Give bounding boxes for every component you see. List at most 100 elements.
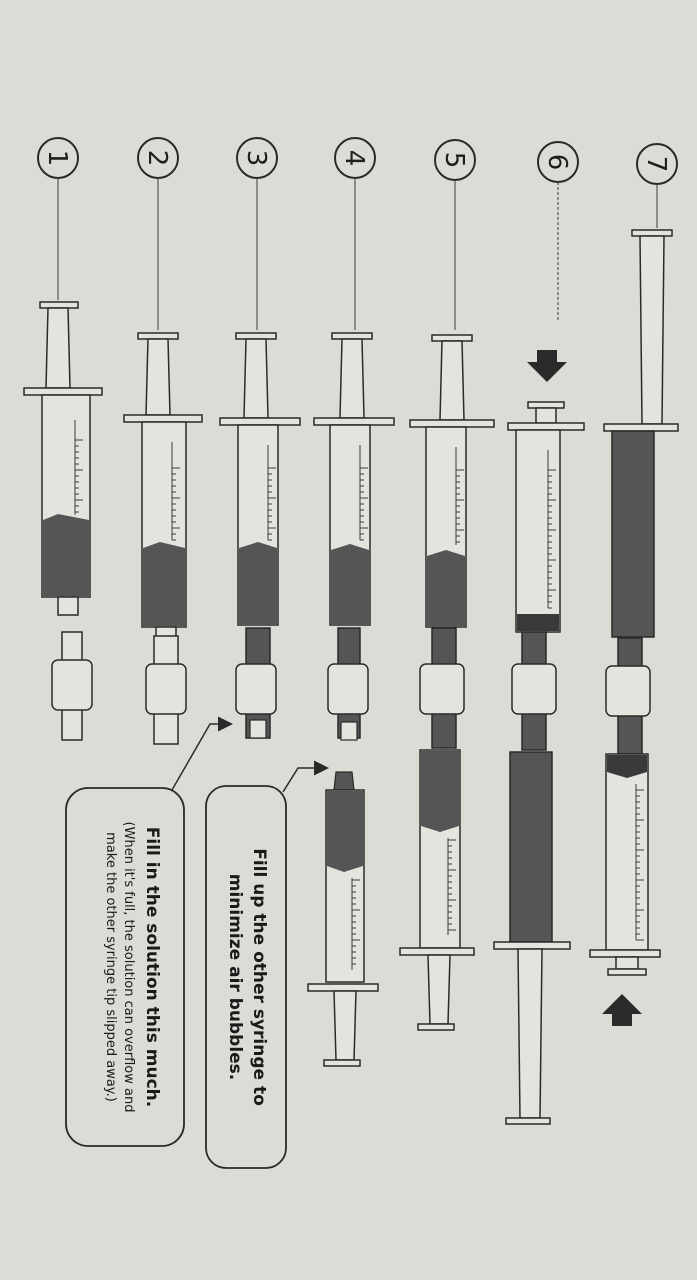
syringe-step-1 bbox=[23, 301, 103, 616]
callout-title: Fill in the solution this much. bbox=[142, 827, 162, 1107]
liquid-fill bbox=[421, 751, 459, 832]
barrel bbox=[515, 429, 561, 633]
connector-step-1 bbox=[51, 631, 93, 741]
step-number-7: 7 bbox=[641, 156, 671, 173]
step-number-4: 4 bbox=[339, 150, 369, 167]
connector-wing bbox=[145, 663, 187, 715]
plunger-cap bbox=[631, 229, 673, 237]
arrow-down-icon bbox=[527, 350, 567, 382]
syringe-step-7 bbox=[603, 229, 679, 638]
barrel-flange bbox=[493, 941, 571, 950]
barrel bbox=[611, 430, 655, 638]
connector-wing bbox=[51, 659, 93, 711]
step-marker-6: 6 bbox=[537, 141, 579, 183]
plunger-cap bbox=[39, 301, 79, 309]
connector-step-2 bbox=[145, 635, 187, 745]
barrel-flange bbox=[307, 983, 379, 992]
barrel bbox=[509, 751, 553, 943]
plunger-rod bbox=[439, 340, 465, 421]
liquid-fill bbox=[239, 542, 277, 624]
step-number-2: 2 bbox=[142, 150, 172, 167]
plunger-rod bbox=[339, 338, 365, 419]
syringe-step-6 bbox=[507, 401, 585, 633]
plunger-cap bbox=[505, 1117, 551, 1125]
plunger-rod bbox=[243, 338, 269, 419]
plunger-cap bbox=[323, 1059, 361, 1067]
callout-fill-amount: Fill in the solution this much. (When it… bbox=[65, 716, 233, 1147]
plunger-cap bbox=[431, 334, 473, 342]
plunger-rod bbox=[145, 338, 171, 416]
barrel-flange bbox=[507, 422, 585, 431]
barrel-flange bbox=[23, 387, 103, 396]
barrel bbox=[605, 753, 649, 951]
barrel-tip bbox=[57, 596, 79, 616]
graduation-ticks bbox=[75, 439, 644, 965]
callout-line1: Fill up the other syringe to bbox=[249, 848, 269, 1106]
barrel-flange bbox=[123, 414, 203, 423]
connector-wing bbox=[419, 663, 465, 715]
plunger-cap bbox=[607, 968, 647, 976]
plunger-cap bbox=[417, 1023, 455, 1031]
callout-box bbox=[65, 787, 185, 1147]
connector-step-3 bbox=[235, 627, 277, 739]
plunger-rod bbox=[333, 990, 357, 1061]
connector-step-4 bbox=[327, 627, 369, 741]
connector-step-6 bbox=[511, 631, 557, 751]
liquid-fill bbox=[327, 791, 363, 872]
step-marker-1: 1 bbox=[37, 137, 79, 179]
step-marker-2: 2 bbox=[137, 137, 179, 179]
callout-pointer bbox=[282, 760, 329, 793]
connector-wing bbox=[605, 665, 651, 717]
plunger-rod bbox=[615, 956, 639, 970]
barrel-flange bbox=[409, 419, 495, 428]
barrel-flange bbox=[603, 423, 679, 432]
callout-pointer bbox=[171, 716, 233, 791]
syringe-step-4-other bbox=[307, 771, 379, 1067]
step-number-1: 1 bbox=[42, 150, 72, 167]
liquid-fill bbox=[143, 542, 185, 626]
liquid-fill bbox=[517, 614, 559, 631]
plunger-cap bbox=[137, 332, 179, 340]
syringe-step-2 bbox=[123, 332, 203, 638]
callout-detail-line1: (When it's full, the solution can overfl… bbox=[121, 822, 136, 1113]
plunger-rod bbox=[45, 307, 71, 389]
liquid-fill bbox=[607, 755, 647, 778]
plunger-rod bbox=[517, 948, 543, 1119]
step-marker-7: 7 bbox=[636, 143, 678, 185]
step-marker-3: 3 bbox=[236, 137, 278, 179]
liquid-fill bbox=[427, 550, 465, 626]
barrel-flange bbox=[399, 947, 475, 956]
arrow-up-icon bbox=[602, 994, 642, 1026]
syringe-step-5-other bbox=[399, 749, 475, 1031]
step-marker-4: 4 bbox=[334, 137, 376, 179]
callout-line2: minimize air bubbles. bbox=[225, 874, 245, 1081]
syringe-step-7-other bbox=[589, 753, 661, 976]
barrel-tip bbox=[333, 771, 355, 791]
syringe-step-3 bbox=[219, 332, 301, 626]
connector-tip bbox=[340, 721, 358, 741]
barrel-flange bbox=[313, 417, 395, 426]
step-number-3: 3 bbox=[241, 150, 271, 167]
callout-fill-other: Fill up the other syringe to minimize ai… bbox=[205, 760, 329, 1169]
connector-step-7 bbox=[605, 637, 651, 755]
connector-wing bbox=[327, 663, 369, 715]
plunger-rod bbox=[535, 407, 557, 424]
push-arrow-step-7 bbox=[602, 994, 642, 1026]
plunger-cap bbox=[331, 332, 373, 340]
step-number-6: 6 bbox=[542, 154, 572, 171]
plunger-rod bbox=[639, 235, 665, 425]
syringe-step-4 bbox=[313, 332, 395, 626]
liquid-fill bbox=[331, 544, 369, 624]
push-arrow-step-6 bbox=[527, 350, 567, 382]
barrel-flange bbox=[589, 949, 661, 958]
step-number-5: 5 bbox=[439, 152, 469, 169]
barrel-flange bbox=[219, 417, 301, 426]
callout-box bbox=[205, 785, 287, 1169]
plunger-cap bbox=[235, 332, 277, 340]
connector-wing bbox=[235, 663, 277, 715]
step-marker-5: 5 bbox=[434, 139, 476, 181]
connector-tip bbox=[249, 719, 267, 739]
plunger-rod bbox=[427, 954, 451, 1025]
liquid-fill bbox=[43, 514, 89, 596]
